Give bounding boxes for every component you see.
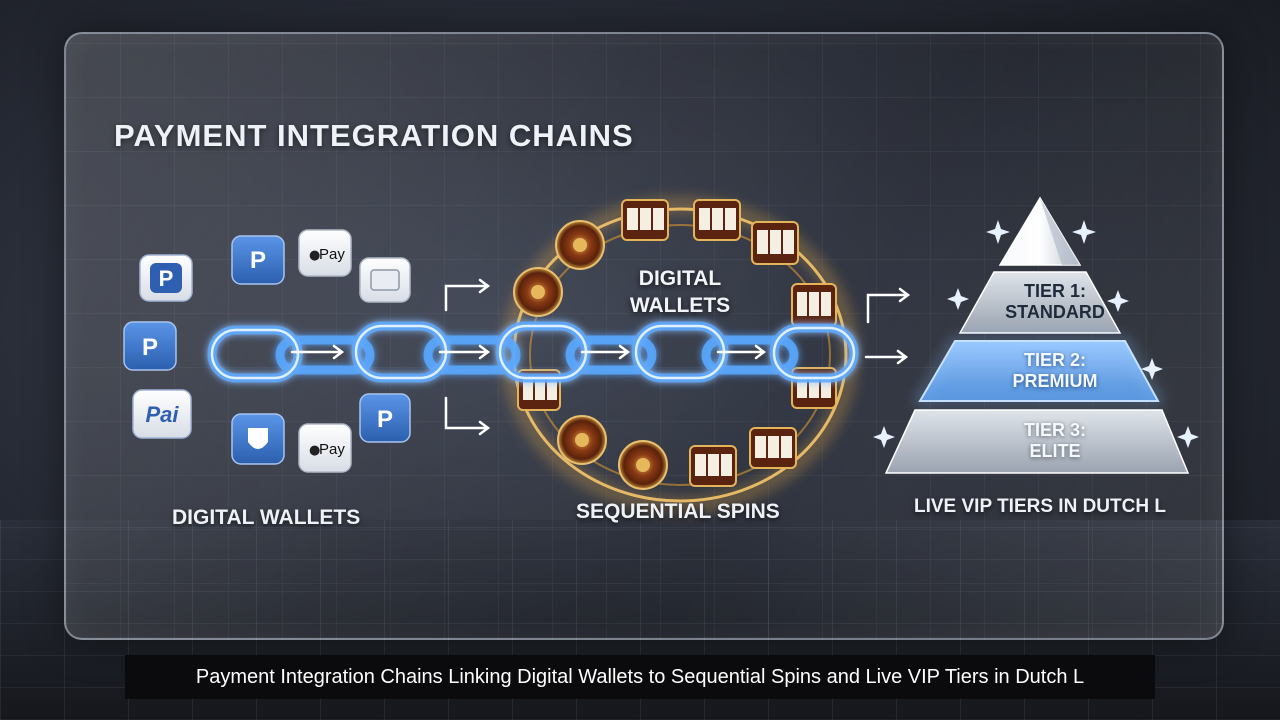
tier-1-number: TIER 1: — [1023, 281, 1086, 301]
svg-text:P: P — [250, 247, 266, 274]
slot-machine-icon — [791, 283, 837, 327]
sparkle-icons — [873, 220, 1199, 448]
roulette-wheel-icon — [618, 440, 668, 490]
apple-pay-text: Pay — [319, 246, 345, 263]
vip-tiers-label: LIVE VIP TIERS IN DUTCH L — [914, 496, 1166, 517]
wallet-icons: P P ● Pay P Pai ● Pay — [123, 229, 411, 473]
caption-bar: Payment Integration Chains Linking Digit… — [125, 655, 1155, 699]
svg-text:P: P — [377, 406, 393, 433]
roulette-wheel-icon — [513, 267, 563, 317]
tier-3-number: TIER 3: — [1023, 420, 1086, 440]
sequential-spins-label: SEQUENTIAL SPINS — [576, 500, 780, 523]
apple-pay-icon: ● Pay — [298, 423, 352, 473]
paypal-icon: P — [231, 235, 285, 285]
paypal-icon: P — [123, 321, 177, 371]
svg-text:P: P — [159, 266, 174, 291]
paypal-icon: P — [359, 393, 411, 443]
apple-pay-icon: ● Pay — [298, 229, 352, 277]
paypal-icon: P — [139, 254, 193, 302]
roulette-wheel-icon — [557, 415, 607, 465]
shield-wallet-icon — [231, 413, 285, 465]
svg-text:●: ● — [309, 443, 320, 458]
tier-2-label: TIER 2: PREMIUM — [965, 350, 1145, 392]
wallet-card-icon — [359, 257, 411, 303]
tier-1-label: TIER 1: STANDARD — [965, 281, 1145, 323]
flow-arrows — [290, 278, 911, 436]
pai-text: Pai — [145, 402, 179, 427]
pai-icon: Pai — [132, 389, 192, 439]
ring-label-line-1: DIGITAL — [638, 267, 722, 290]
tier-2-name: PREMIUM — [1012, 371, 1098, 391]
tier-3-name: ELITE — [1029, 441, 1081, 461]
svg-text:●: ● — [309, 248, 320, 263]
ring-label-line-2: WALLETS — [629, 294, 731, 317]
tier-1-name: STANDARD — [1005, 302, 1105, 322]
digital-wallets-label: DIGITAL WALLETS — [172, 506, 361, 529]
roulette-wheel-icon — [555, 220, 605, 270]
tier-2-number: TIER 2: — [1023, 350, 1086, 370]
ring-label: DIGITAL WALLETS — [600, 265, 760, 319]
slot-machine-icon — [689, 445, 737, 487]
tier-1-block — [958, 271, 1122, 334]
tier-3-block — [884, 409, 1190, 474]
slot-machine-icon — [749, 427, 797, 469]
page-title: PAYMENT INTEGRATION CHAINS — [114, 118, 634, 153]
svg-text:P: P — [142, 334, 158, 361]
slot-machine-icon — [693, 199, 741, 241]
slot-machine-icon — [751, 221, 799, 265]
apple-pay-text: Pay — [319, 441, 345, 458]
vip-pyramid — [884, 196, 1190, 474]
tier-3-label: TIER 3: ELITE — [965, 420, 1145, 462]
slot-machine-icon — [621, 199, 669, 241]
